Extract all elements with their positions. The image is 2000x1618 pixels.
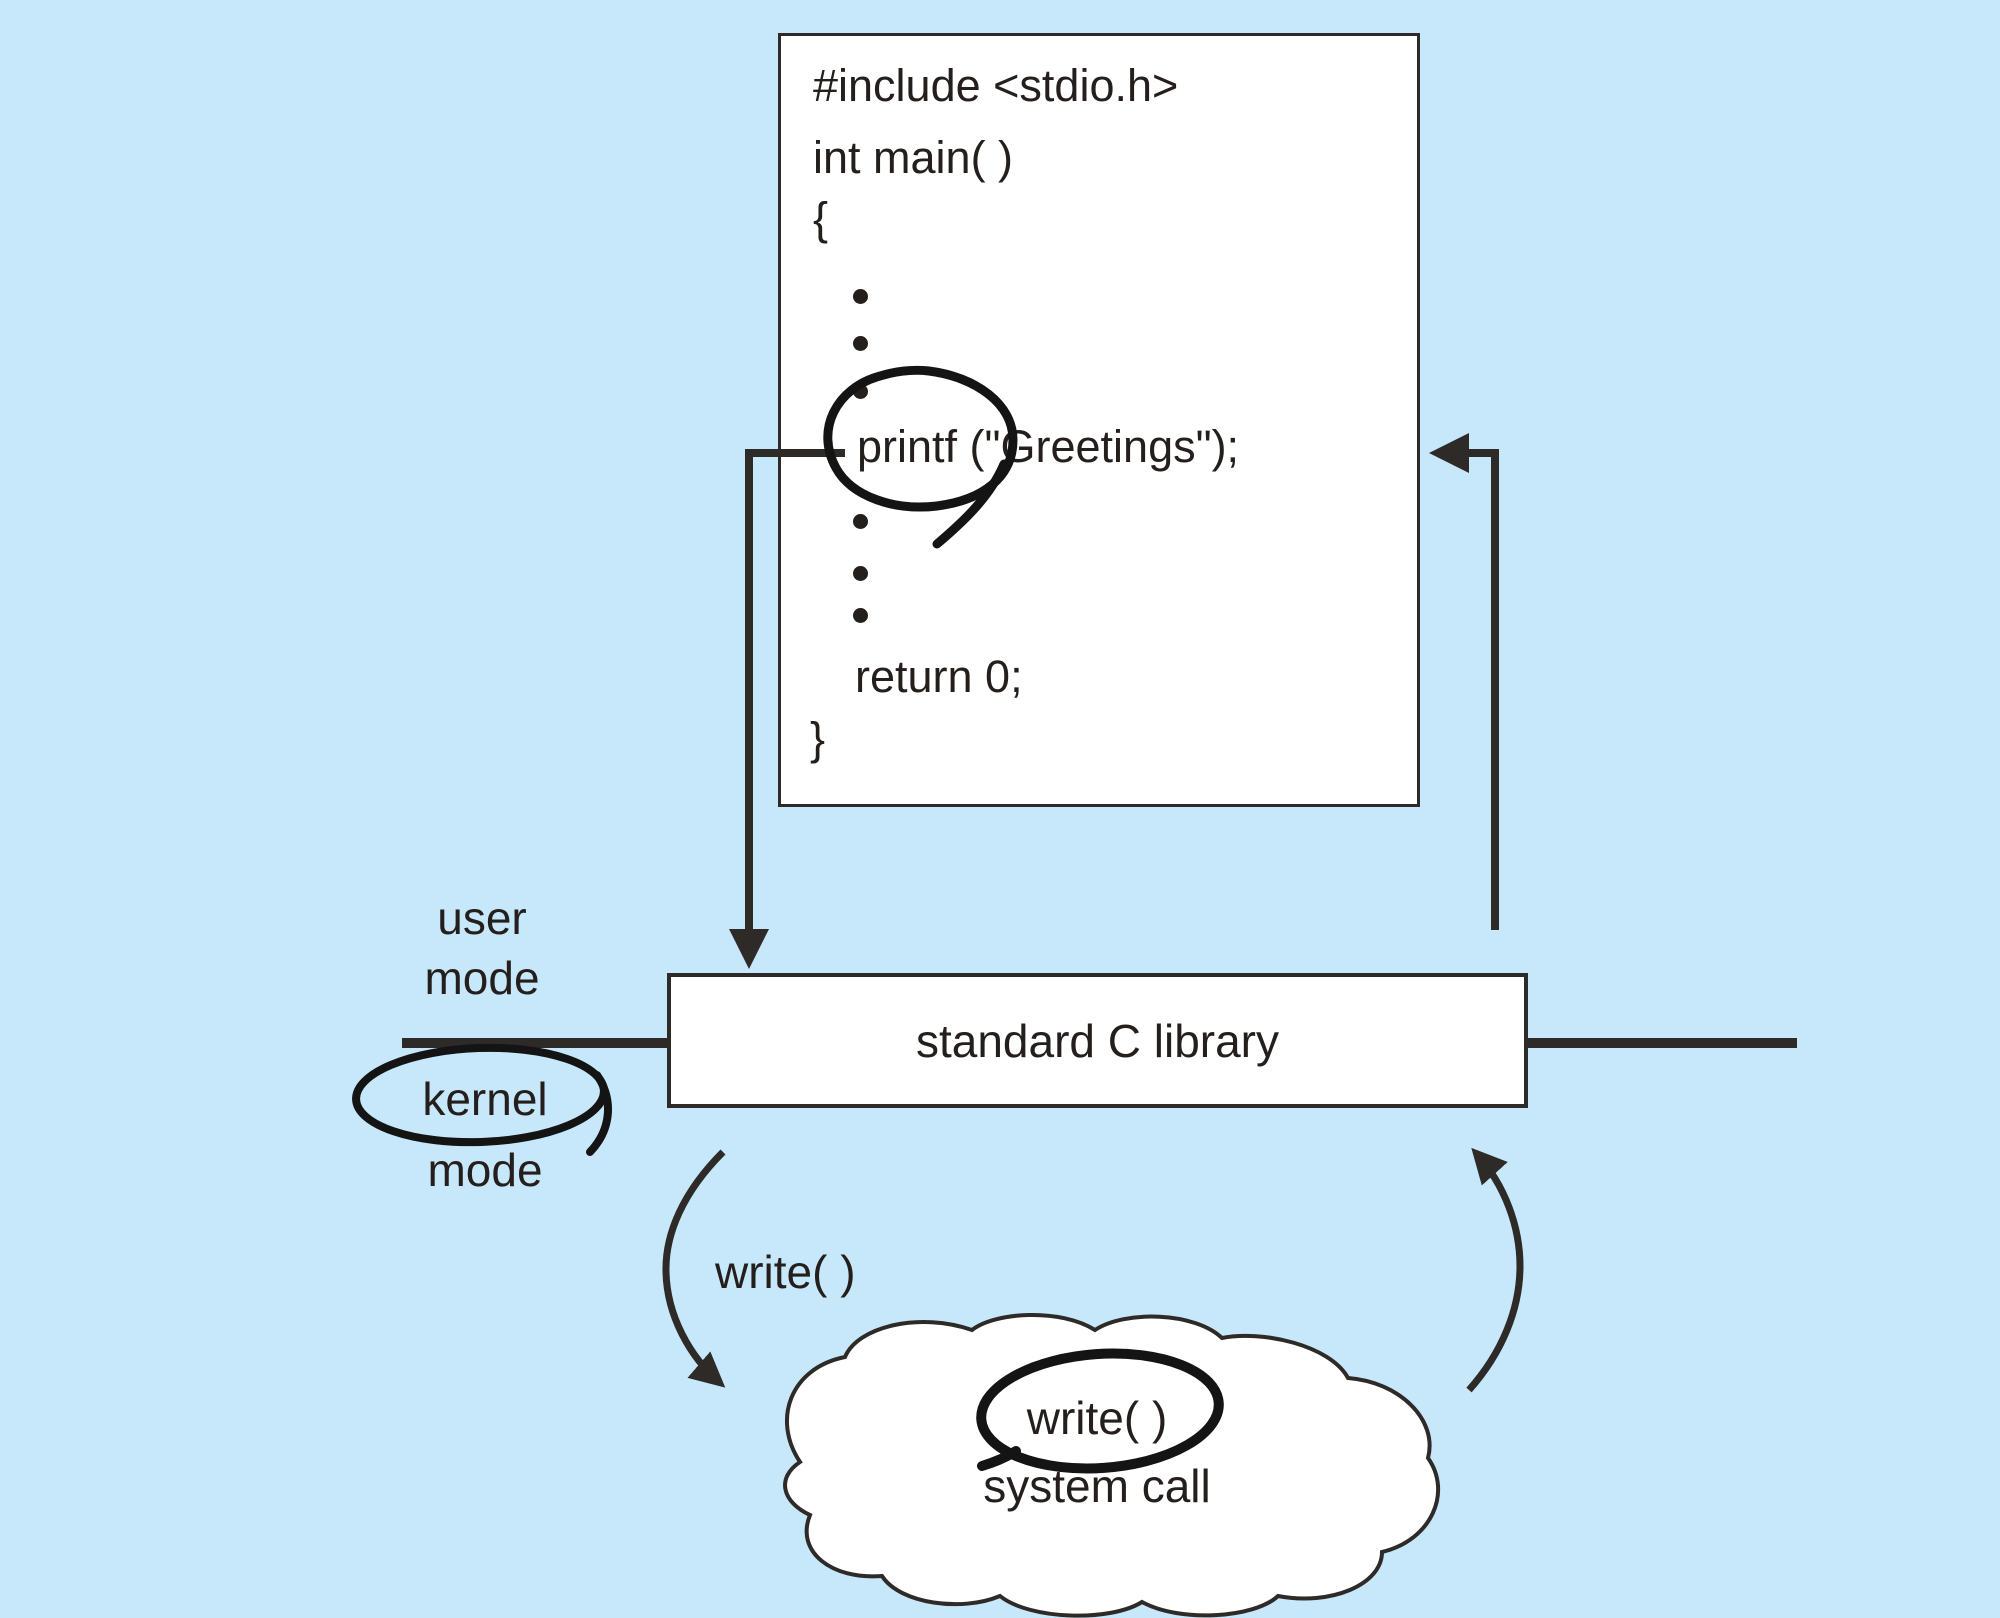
code-line-main: int main( ) — [813, 132, 1014, 183]
ellipsis-dot — [853, 336, 868, 351]
ellipsis-dot — [853, 514, 868, 529]
kernel-mode-label-line1: kernel — [422, 1073, 548, 1125]
printf-to-library-arrow — [729, 449, 845, 969]
code-line-open-brace: { — [813, 193, 829, 244]
code-line-close-brace: } — [810, 713, 826, 764]
write-arrow-label: write( ) — [715, 1246, 856, 1298]
user-mode-label-line1: user — [437, 892, 527, 944]
write-circle-annotation — [976, 1348, 1224, 1474]
kernel-circle-annotation — [352, 1043, 608, 1147]
write-call-curved-arrow — [662, 1149, 726, 1388]
cloud-write-label: write( ) — [1026, 1392, 1168, 1444]
ellipsis-dot — [853, 566, 868, 581]
user-program-code-box: #include <stdio.h> int main( ) { printf … — [778, 33, 1420, 807]
write-circle-tail — [977, 1446, 1021, 1471]
code-line-return: return 0; — [855, 651, 1023, 702]
kernel-mode-label-line2: mode — [427, 1144, 543, 1196]
user-mode-label-line2: mode — [424, 952, 540, 1004]
printf-circle-tail — [932, 459, 1009, 549]
code-line-include: #include <stdio.h> — [813, 60, 1179, 111]
standard-c-library-box: standard C library — [667, 973, 1528, 1108]
standard-c-library-label: standard C library — [915, 1014, 1280, 1067]
ellipsis-dot — [853, 608, 868, 623]
printf-circle-annotation — [823, 365, 1018, 512]
syscall-return-curved-arrow — [1466, 1147, 1524, 1393]
ellipsis-dot — [853, 289, 868, 304]
kernel-circle-tail — [586, 1071, 612, 1156]
library-to-code-return-arrow — [1429, 433, 1499, 930]
